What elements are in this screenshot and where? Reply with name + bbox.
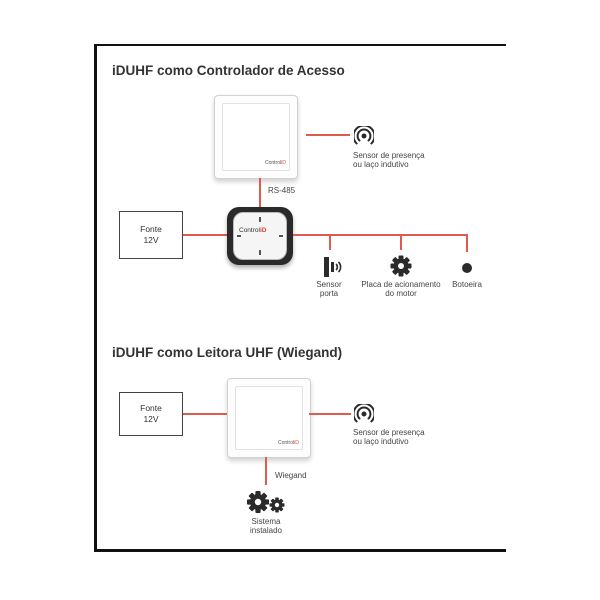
wiegand-label: Wiegand xyxy=(275,471,307,480)
gear-icon xyxy=(390,255,412,282)
controller-brand: ControliD xyxy=(239,227,267,234)
section2-uhf-reader: ControliD xyxy=(227,378,311,458)
presence-sensor-icon xyxy=(352,402,376,429)
sensor1-label: Sensor de presença ou laço indutivo xyxy=(353,151,425,169)
diagram-frame xyxy=(94,44,506,552)
reader-brand: ControliD xyxy=(265,160,286,166)
reader-brand: ControliD xyxy=(278,440,299,446)
wiegand-link xyxy=(265,457,267,485)
reader-face xyxy=(235,386,303,450)
gears-icon xyxy=(246,490,288,521)
power1-link xyxy=(183,234,228,236)
controller-tick-left xyxy=(237,235,241,237)
rs485-link xyxy=(259,178,261,208)
section1-title: iDUHF como Controlador de Acesso xyxy=(112,63,345,78)
sensor1-link xyxy=(306,134,350,136)
section2-title: iDUHF como Leitora UHF (Wiegand) xyxy=(112,345,343,360)
controller-tick-top xyxy=(259,217,261,222)
power2-link xyxy=(183,413,227,415)
motor-board-drop xyxy=(400,234,402,250)
controller-tick-right xyxy=(279,235,283,237)
power-supply-2: Fonte 12V xyxy=(119,392,183,436)
presence-sensor-icon xyxy=(352,124,376,151)
section1-uhf-reader: ControliD xyxy=(214,95,298,179)
door-sensor-drop xyxy=(329,234,331,250)
controller-output-bus xyxy=(293,234,468,236)
power-label-1: Fonte 12V xyxy=(140,224,162,245)
controller-tick-bottom xyxy=(259,250,261,255)
sensor2-link xyxy=(309,413,351,415)
button-drop xyxy=(466,234,468,252)
installed-system-label: Sistema instalado xyxy=(249,517,283,535)
button-dot-icon xyxy=(461,261,473,279)
power-supply-1: Fonte 12V xyxy=(119,211,183,259)
sensor2-label: Sensor de presença ou laço indutivo xyxy=(353,428,425,446)
power-label-2: Fonte 12V xyxy=(140,403,162,424)
access-controller: ControliD xyxy=(227,207,293,265)
door-sensor-label: Sensor porta xyxy=(316,280,342,298)
button-label: Botoeira xyxy=(452,280,482,289)
motor-board-label: Placa de acionamento do motor xyxy=(361,280,441,298)
rs485-label: RS-485 xyxy=(268,186,296,195)
reader-face xyxy=(222,103,290,171)
door-sensor-icon xyxy=(320,256,342,283)
